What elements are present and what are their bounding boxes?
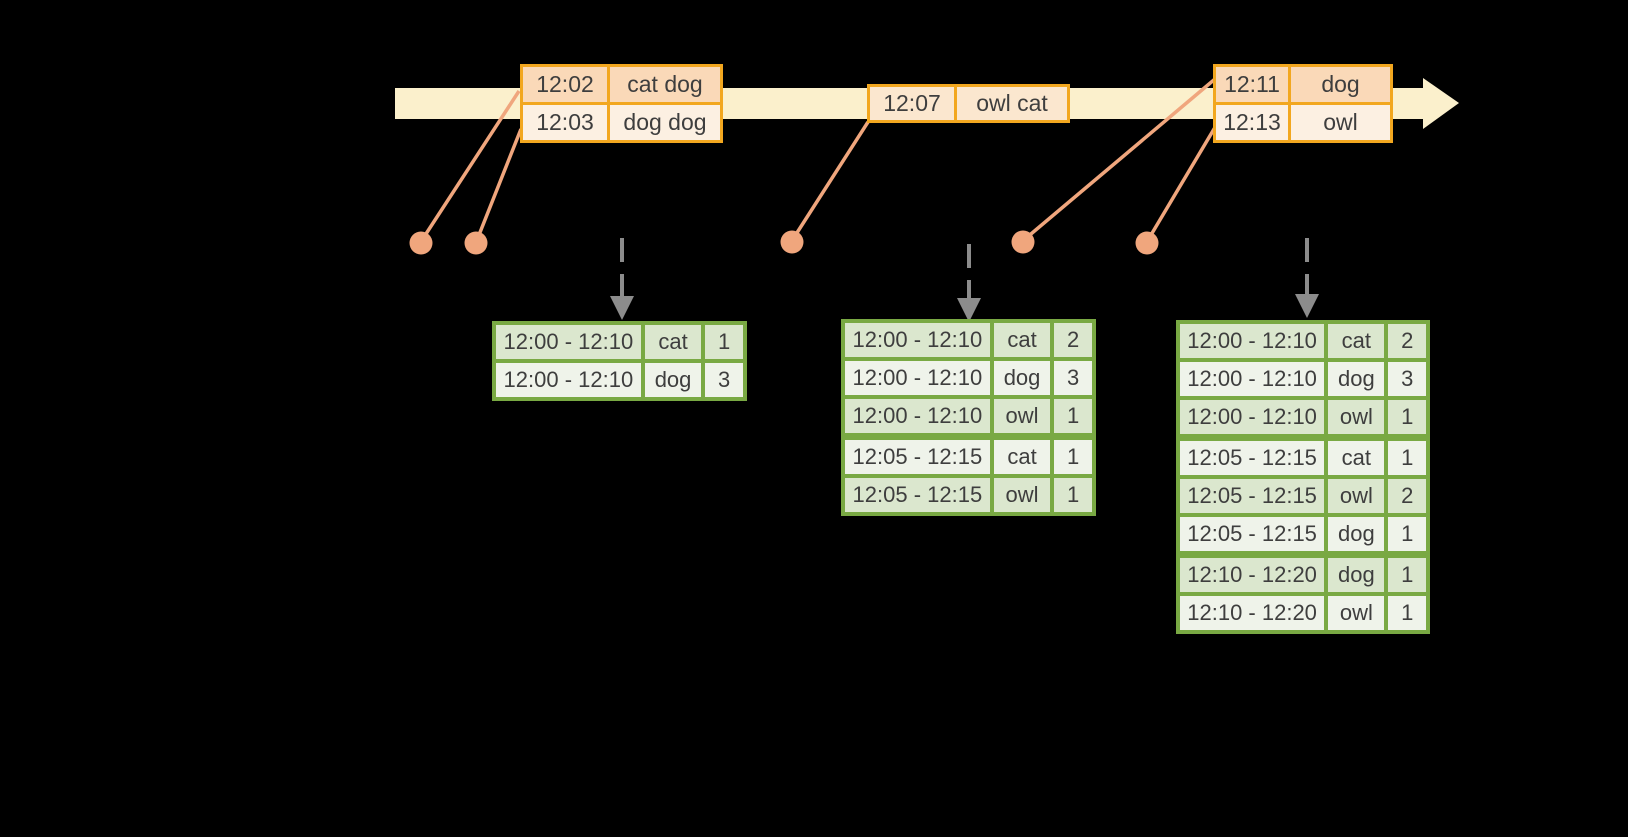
event-time-cell: 12:11 — [1216, 67, 1288, 102]
word-cell: owl — [1328, 400, 1385, 434]
event-dot-1211 — [1011, 230, 1035, 254]
result-row: 12:05 - 12:15 owl 2 — [1180, 479, 1427, 513]
result-table-1: 12:00 - 12:10 cat 1 12:00 - 12:10 dog 3 — [492, 321, 747, 401]
window-cell: 12:05 - 12:15 — [845, 440, 990, 474]
result-row: 12:00 - 12:10 cat 2 — [1180, 324, 1427, 358]
result-row: 12:10 - 12:20 dog 1 — [1180, 558, 1427, 592]
count-cell: 3 — [1054, 361, 1092, 395]
window-cell: 12:10 - 12:20 — [1180, 558, 1325, 592]
connector-line-1213 — [1146, 123, 1219, 241]
window-cell: 12:05 - 12:15 — [1180, 517, 1325, 551]
result-row: 12:05 - 12:15 cat 1 — [1180, 441, 1427, 475]
trigger-arrow-icon-2 — [957, 244, 981, 322]
result-row: 12:05 - 12:15 dog 1 — [1180, 517, 1427, 551]
count-cell: 1 — [705, 325, 743, 359]
count-cell: 3 — [1388, 362, 1427, 396]
count-cell: 1 — [1388, 517, 1427, 551]
window-cell: 12:00 - 12:10 — [496, 325, 641, 359]
result-row: 12:00 - 12:10 dog 3 — [496, 363, 743, 397]
event-table-2: 12:07 owl cat — [867, 84, 1070, 123]
event-row: 12:07 owl cat — [870, 87, 1067, 120]
count-cell: 1 — [1388, 400, 1427, 434]
count-cell: 3 — [705, 363, 743, 397]
event-time-cell: 12:07 — [870, 87, 954, 120]
count-cell: 1 — [1054, 478, 1092, 512]
count-cell: 1 — [1054, 399, 1092, 433]
count-cell: 1 — [1388, 441, 1427, 475]
event-row: 12:13 owl — [1216, 105, 1390, 140]
result-row: 12:05 - 12:15 cat 1 — [845, 440, 1092, 474]
event-table-1: 12:02 cat dog 12:03 dog dog — [520, 64, 723, 143]
window-cell: 12:00 - 12:10 — [845, 361, 990, 395]
result-row: 12:00 - 12:10 owl 1 — [1180, 400, 1427, 434]
result-row: 12:10 - 12:20 owl 1 — [1180, 596, 1427, 630]
window-cell: 12:00 - 12:10 — [496, 363, 641, 397]
event-time-cell: 12:03 — [523, 105, 607, 140]
word-cell: dog — [644, 363, 702, 397]
word-cell: cat — [1328, 441, 1385, 475]
result-row: 12:00 - 12:10 dog 3 — [1180, 362, 1427, 396]
result-table-3: 12:00 - 12:10 cat 2 12:00 - 12:10 dog 3 … — [1176, 320, 1430, 634]
event-words-cell: owl cat — [957, 87, 1067, 120]
result-row: 12:05 - 12:15 owl 1 — [845, 478, 1092, 512]
window-cell: 12:00 - 12:10 — [1180, 400, 1325, 434]
word-cell: cat — [644, 325, 702, 359]
window-cell: 12:00 - 12:10 — [845, 323, 990, 357]
connector-line-1203 — [475, 128, 523, 241]
result-row: 12:00 - 12:10 dog 3 — [845, 361, 1092, 395]
connector-line-1202 — [420, 90, 521, 241]
event-row: 12:02 cat dog — [523, 67, 720, 102]
count-cell: 2 — [1054, 323, 1092, 357]
count-cell: 2 — [1388, 479, 1427, 513]
word-cell: cat — [1328, 324, 1385, 358]
event-dot-1202 — [409, 231, 433, 255]
window-cell: 12:00 - 12:10 — [1180, 362, 1325, 396]
count-cell: 1 — [1388, 596, 1427, 630]
window-cell: 12:00 - 12:10 — [1180, 324, 1325, 358]
word-cell: dog — [993, 361, 1051, 395]
trigger-arrow-icon-3 — [1295, 238, 1319, 318]
word-cell: owl — [993, 478, 1051, 512]
word-cell: dog — [1328, 362, 1385, 396]
event-words-cell: owl — [1291, 105, 1390, 140]
word-cell: cat — [993, 323, 1051, 357]
window-cell: 12:10 - 12:20 — [1180, 596, 1325, 630]
window-cell: 12:05 - 12:15 — [845, 478, 990, 512]
count-cell: 1 — [1054, 440, 1092, 474]
word-cell: owl — [1328, 596, 1385, 630]
result-row: 12:00 - 12:10 cat 1 — [496, 325, 743, 359]
window-cell: 12:05 - 12:15 — [1180, 479, 1325, 513]
word-cell: owl — [993, 399, 1051, 433]
word-cell: dog — [1328, 517, 1385, 551]
window-cell: 12:00 - 12:10 — [845, 399, 990, 433]
event-dot-1207 — [780, 230, 804, 254]
event-words-cell: dog dog — [610, 105, 720, 140]
result-table-2: 12:00 - 12:10 cat 2 12:00 - 12:10 dog 3 … — [841, 319, 1096, 516]
connector-line-1207 — [791, 121, 870, 240]
word-cell: dog — [1328, 558, 1385, 592]
result-row: 12:00 - 12:10 cat 2 — [845, 323, 1092, 357]
event-row: 12:11 dog — [1216, 67, 1390, 102]
event-time-cell: 12:02 — [523, 67, 607, 102]
event-words-cell: cat dog — [610, 67, 720, 102]
event-table-3: 12:11 dog 12:13 owl — [1213, 64, 1393, 143]
trigger-arrow-icon-1 — [610, 238, 634, 320]
event-words-cell: dog — [1291, 67, 1390, 102]
event-dot-1213 — [1135, 231, 1159, 255]
word-cell: cat — [993, 440, 1051, 474]
event-row: 12:03 dog dog — [523, 105, 720, 140]
word-cell: owl — [1328, 479, 1385, 513]
event-time-cell: 12:13 — [1216, 105, 1288, 140]
result-row: 12:00 - 12:10 owl 1 — [845, 399, 1092, 433]
count-cell: 2 — [1388, 324, 1427, 358]
event-dot-1203 — [464, 231, 488, 255]
window-cell: 12:05 - 12:15 — [1180, 441, 1325, 475]
count-cell: 1 — [1388, 558, 1427, 592]
